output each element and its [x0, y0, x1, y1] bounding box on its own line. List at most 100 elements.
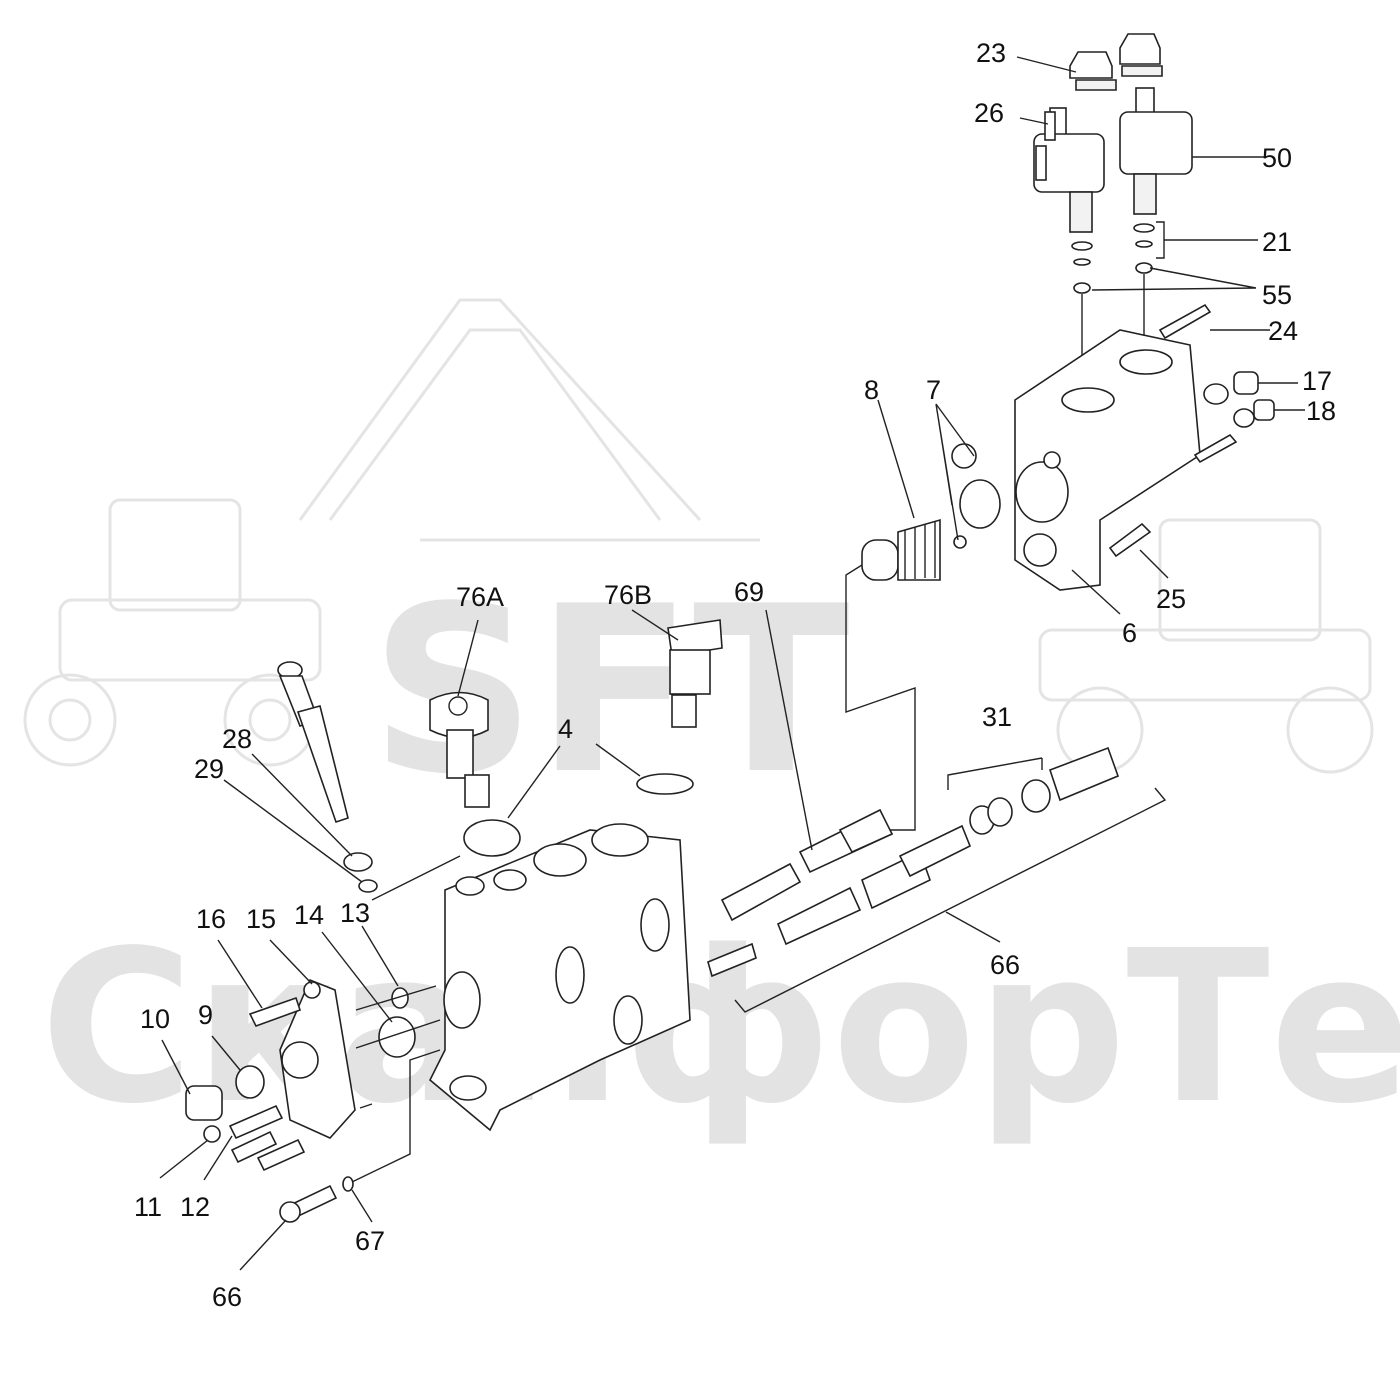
- screw-16: [248, 996, 302, 1027]
- label-14: 14: [294, 900, 324, 930]
- bolt-25: [1108, 522, 1152, 558]
- seal-9: [235, 1065, 265, 1099]
- label-26: 26: [974, 98, 1004, 128]
- label-69: 69: [734, 577, 764, 607]
- screw-26-a: [1044, 111, 1056, 141]
- cover-plate-hole: [303, 981, 321, 999]
- nut-11: [203, 1125, 221, 1143]
- spool-69: [720, 808, 894, 922]
- watermark-brand: SFT: [370, 558, 850, 825]
- bolt-24: [1158, 303, 1212, 340]
- gasket-7-b: [959, 479, 1001, 529]
- gasket-7-c: [953, 535, 967, 549]
- spring-top-31: [1048, 746, 1120, 802]
- spring-66: [776, 886, 862, 946]
- callout-labels: 23 26 50 21 55 24 17 18 8 7 25 6 76A 76B…: [134, 38, 1336, 1312]
- o-ring-13: [391, 987, 409, 1009]
- piston-cap: [861, 539, 899, 581]
- label-8: 8: [864, 375, 879, 405]
- solenoid-left-coil: [1033, 133, 1105, 193]
- label-10: 10: [140, 1004, 170, 1034]
- body-foot-hole: [449, 1075, 487, 1101]
- label-16: 16: [196, 904, 226, 934]
- plug-17: [1233, 371, 1259, 395]
- watermark-excavator: [298, 298, 760, 542]
- label-17: 17: [1302, 366, 1332, 396]
- plunger-stem: [296, 705, 349, 824]
- body-port-d: [591, 823, 649, 857]
- relief-76B-thread: [669, 649, 711, 695]
- cover-plate-port: [281, 1041, 319, 1079]
- label-31: 31: [982, 702, 1012, 732]
- plug-18: [1253, 399, 1275, 421]
- solenoid-right-top: [1135, 87, 1155, 115]
- piston-spring-8: [845, 518, 941, 831]
- body-bore-d: [443, 971, 481, 1029]
- seal-17: [1203, 383, 1229, 405]
- bolt-24-lower: [1193, 433, 1238, 464]
- o-ring-29: [358, 879, 378, 893]
- spring-8: [897, 518, 941, 581]
- label-9: 9: [198, 1000, 213, 1030]
- small-spring: [707, 942, 757, 978]
- washer-55-right: [1135, 262, 1153, 274]
- o-ring-4-a: [463, 819, 521, 857]
- label-11: 11: [134, 1192, 162, 1222]
- screw-66-head: [279, 1201, 301, 1223]
- label-50: 50: [1262, 143, 1292, 173]
- label-4: 4: [558, 714, 573, 744]
- spool-assembly-31: [707, 746, 1167, 1013]
- relief-76B-tip: [671, 694, 697, 728]
- o-ring-28: [343, 852, 373, 872]
- label-76A: 76A: [456, 582, 504, 612]
- o-ring-21-right-a: [1133, 223, 1155, 233]
- relief-76A-thread: [446, 729, 474, 779]
- label-21: 21: [1262, 227, 1292, 257]
- label-7: 7: [926, 375, 941, 405]
- pilot-housing: [951, 303, 1275, 591]
- pilot-housing-bore: [1015, 461, 1069, 523]
- screw-cover-a: [230, 1130, 278, 1164]
- ring-31-b: [987, 797, 1013, 827]
- spool-69-end: [838, 808, 894, 854]
- leader-lines: [159, 56, 1305, 1271]
- gasket-14: [378, 1016, 416, 1058]
- label-24: 24: [1268, 316, 1298, 346]
- o-ring-4-b: [636, 773, 694, 795]
- relief-valves: [429, 619, 723, 857]
- pilot-housing-body: [1014, 329, 1201, 591]
- pilot-housing-bore-small: [1023, 533, 1057, 567]
- label-23: 23: [976, 38, 1006, 68]
- spool-piston: [898, 824, 972, 878]
- label-66-screw: 66: [212, 1282, 242, 1312]
- plunger-28: [277, 661, 461, 901]
- pilot-housing-port-b: [1119, 349, 1173, 375]
- relief-76B-head: [667, 619, 723, 657]
- label-25: 25: [1156, 584, 1186, 614]
- pilot-housing-hole: [1043, 451, 1061, 469]
- o-ring-21-right-b: [1135, 240, 1153, 248]
- watermark-tractor-left: [23, 498, 322, 767]
- solenoid-right-coil: [1119, 111, 1193, 175]
- body-port-c: [533, 843, 587, 877]
- connector-left-base: [1075, 79, 1117, 91]
- body-bore-a: [555, 946, 585, 1004]
- gasket-7-a: [951, 443, 977, 469]
- label-18: 18: [1306, 396, 1336, 426]
- label-76B: 76B: [604, 580, 652, 610]
- label-15: 15: [246, 904, 276, 934]
- body-bore-c: [613, 995, 643, 1045]
- label-6: 6: [1122, 618, 1137, 648]
- pilot-housing-port-a: [1061, 387, 1115, 413]
- watermark-name: СканфорТек: [40, 905, 1400, 1150]
- washer-55-left: [1073, 282, 1091, 294]
- seal-18: [1233, 408, 1255, 428]
- spool-69-left: [720, 862, 802, 922]
- screw-12: [228, 1104, 284, 1140]
- screw-cover-b: [256, 1138, 306, 1172]
- bottom-screw-group: [279, 1049, 441, 1223]
- main-valve-body: [429, 823, 691, 1132]
- label-67: 67: [355, 1226, 385, 1256]
